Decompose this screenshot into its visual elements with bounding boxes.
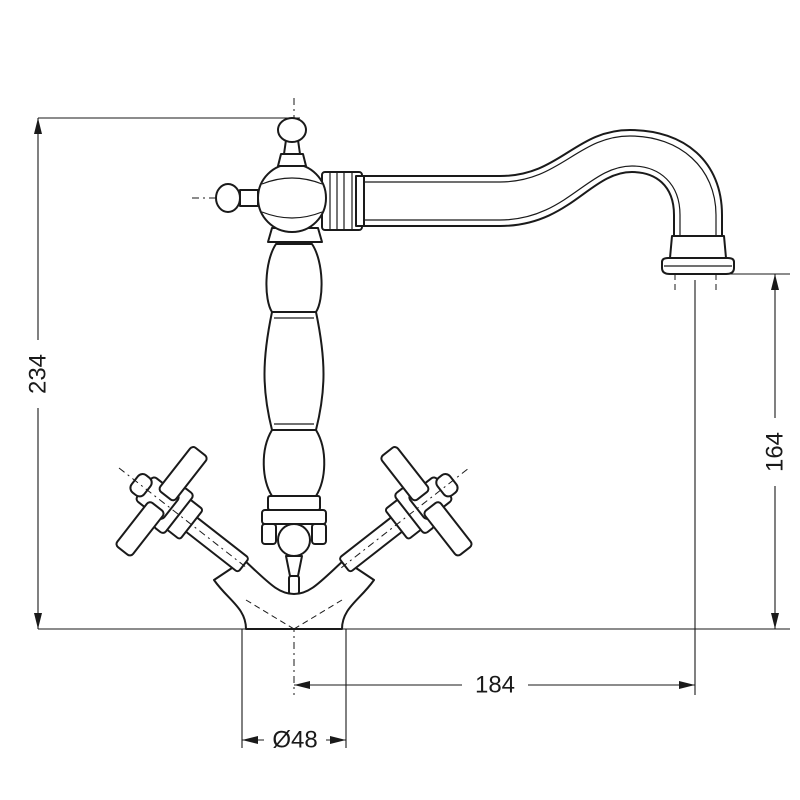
dimension-spout-height: 164 [761,274,789,629]
dimension-spout-reach: 184 [294,670,695,700]
total-height-label: 234 [25,354,52,394]
spout-reach-label: 184 [475,672,515,699]
spout [357,129,735,290]
spout-height-label: 164 [762,432,789,472]
dimension-base-diameter: Ø48 [242,725,346,755]
mixer-head [215,117,327,243]
dimension-total-height: 234 [24,118,52,629]
left-cross-handle [115,446,249,573]
right-cross-handle [339,446,473,573]
faucet-column [261,243,327,595]
base-diameter-label: Ø48 [272,727,317,754]
spout-collar [321,171,365,231]
faucet-base [213,559,375,630]
